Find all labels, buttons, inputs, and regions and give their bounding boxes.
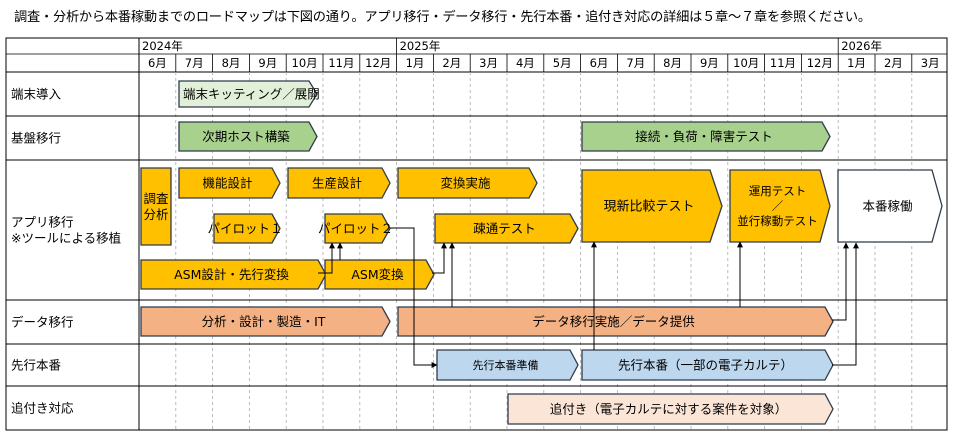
month-label: 2月 — [442, 56, 461, 70]
month-label: 8月 — [222, 56, 241, 70]
bar-asm-conversion: ASM変換 — [324, 259, 435, 290]
bar-production-go-live: 本番稼働 — [837, 169, 943, 243]
caption: 調査・分析から本番稼動までのロードマップは下図の通り。アプリ移行・データ移行・先… — [14, 10, 871, 25]
month-label: 8月 — [663, 56, 682, 70]
month-label: 12月 — [807, 56, 833, 70]
row-label: 追付き対応 — [11, 401, 74, 416]
bar-next-host-build: 次期ホスト構築 — [178, 121, 318, 152]
bar-label: 先行本番準備 — [473, 358, 539, 372]
row-label: 基盤移行 — [11, 131, 61, 146]
bar-label: 分析・設計・製造・IT — [202, 314, 326, 329]
month-label: 4月 — [516, 56, 535, 70]
month-label: 3月 — [479, 56, 498, 70]
bar-early-prod-prep: 先行本番準備 — [436, 349, 579, 381]
bar-label: 先行本番（一部の電子カルテ） — [618, 358, 793, 373]
month-label: 7月 — [626, 56, 645, 70]
dependency-arrow — [832, 242, 859, 366]
row-label: アプリ移行※ツールによる移植 — [11, 215, 121, 246]
bar-pilot-1: パイロット１ — [207, 213, 283, 244]
bar-label: ASM変換 — [351, 267, 404, 282]
month-label: 1月 — [847, 56, 866, 70]
year-label: 2025年 — [400, 39, 441, 53]
bar-label: パイロット１ — [207, 221, 282, 236]
bar-connectivity-test: 疎通テスト — [434, 213, 579, 244]
month-label: 12月 — [365, 56, 391, 70]
year-label: 2024年 — [142, 39, 183, 53]
bar-early-production: 先行本番（一部の電子カルテ） — [581, 349, 834, 381]
bar-label: 接続・負荷・障害テスト — [635, 129, 773, 144]
bar-label: ASM設計・先行変換 — [174, 267, 289, 282]
dependency-arrow — [390, 227, 438, 368]
month-label: 3月 — [921, 56, 940, 70]
bar-conversion: 変換実施 — [397, 167, 538, 199]
bar-label: 変換実施 — [440, 176, 491, 191]
bar-label: 機能設計 — [202, 176, 252, 191]
bar-operation-test: 運用テスト／並行稼動テスト — [729, 169, 831, 243]
bar-survey-analysis: 調査分析 — [140, 167, 172, 246]
bar-label: 端末キッティング／展開 — [183, 87, 320, 102]
bar-asm-design: ASM設計・先行変換 — [140, 259, 327, 290]
month-label: 6月 — [590, 56, 609, 70]
dependency-arrow — [432, 242, 447, 274]
month-label: 7月 — [185, 56, 204, 70]
bar-connect-load-test: 接続・負荷・障害テスト — [581, 121, 831, 152]
bar-label: 追付き（電子カルテに対する案件を対象） — [550, 402, 788, 417]
bar-label: 次期ホスト構築 — [202, 129, 290, 144]
row-label: データ移行 — [11, 315, 74, 330]
row-label: 先行本番 — [11, 358, 62, 373]
month-label: 1月 — [406, 56, 425, 70]
bar-label: 運用テスト／並行稼動テスト — [737, 184, 818, 228]
bar-comparison-test: 現新比較テスト — [581, 169, 723, 243]
bar-data-analysis-design: 分析・設計・製造・IT — [140, 306, 391, 337]
year-label: 2026年 — [841, 39, 882, 53]
dependency-arrow — [832, 242, 849, 321]
bar-label: データ移行実施／データ提供 — [532, 314, 695, 329]
row-label: 端末導入 — [11, 87, 62, 102]
month-label: 11月 — [328, 56, 354, 70]
bar-functional-design: 機能設計 — [178, 167, 281, 199]
bar-production-design: 生産設計 — [287, 167, 391, 199]
bar-label: 調査分析 — [143, 191, 169, 222]
bar-terminal-kitting: 端末キッティング／展開 — [178, 80, 320, 108]
month-label: 5月 — [553, 56, 572, 70]
bar-label: 本番稼働 — [862, 199, 912, 214]
bar-catch-up: 追付き（電子カルテに対する案件を対象） — [507, 393, 834, 425]
bar-label: 生産設計 — [312, 176, 362, 191]
month-label: 9月 — [700, 56, 719, 70]
bar-label: パイロット２ — [318, 221, 393, 236]
month-label: 10月 — [292, 56, 318, 70]
bar-pilot-2: パイロット２ — [318, 213, 393, 244]
bar-label: 現新比較テスト — [603, 199, 694, 215]
chart-frame — [5, 37, 948, 431]
month-label: 10月 — [733, 56, 759, 70]
bar-label: 疎通テスト — [473, 221, 536, 236]
dependency-arrow — [318, 242, 335, 274]
month-label: 11月 — [770, 56, 796, 70]
month-label: 9月 — [258, 56, 277, 70]
month-label: 2月 — [884, 56, 903, 70]
bar-data-migration: データ移行実施／データ提供 — [397, 306, 834, 337]
month-label: 6月 — [148, 56, 167, 70]
